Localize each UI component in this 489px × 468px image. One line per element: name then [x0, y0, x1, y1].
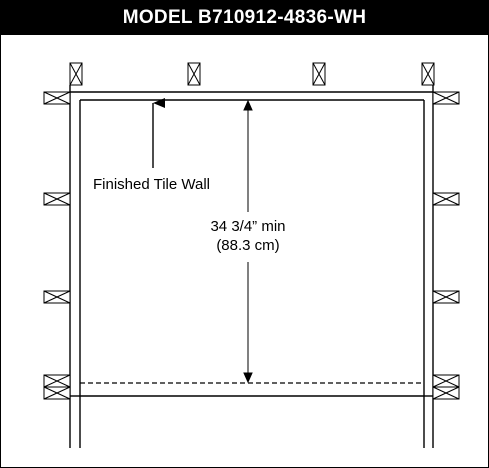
stud-icon [43, 91, 71, 105]
stud-icon [432, 374, 460, 388]
stud-icon [43, 290, 71, 304]
stud-icon [432, 290, 460, 304]
stud-icon [432, 192, 460, 206]
stud-icon [43, 192, 71, 206]
stud-icon [43, 386, 71, 400]
side-studs [43, 91, 460, 400]
top-studs [69, 62, 435, 86]
stud-icon [421, 62, 435, 86]
stud-icon [312, 62, 326, 86]
stud-icon [69, 62, 83, 86]
stud-icon [432, 386, 460, 400]
finished-wall-label: Finished Tile Wall [93, 176, 210, 193]
stud-icon [187, 62, 201, 86]
stud-icon [432, 91, 460, 105]
dimension-arrow [243, 99, 253, 384]
dimension-metric-label: (88.3 cm) [216, 237, 279, 254]
model-title: MODEL B710912-4836-WH [1, 1, 488, 35]
dimension-imperial-label: 34 3/4” min [210, 218, 285, 235]
stud-icon [43, 374, 71, 388]
wall-framing [69, 85, 434, 448]
